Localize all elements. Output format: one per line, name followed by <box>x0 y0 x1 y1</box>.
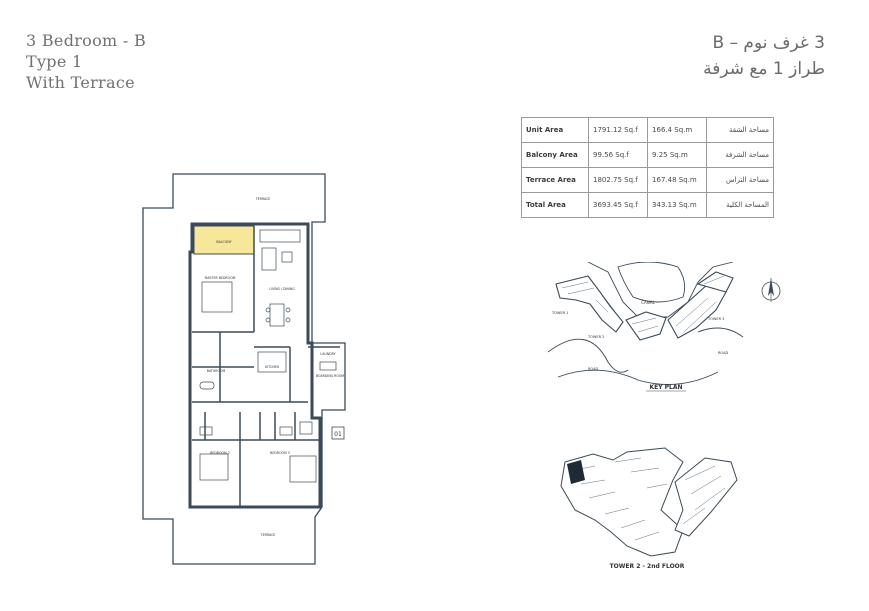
area-label: Terrace Area <box>521 167 589 193</box>
area-row-unit: Unit Area 1791.12 Sq.f 166.4 Sq.m مساحة … <box>521 117 774 143</box>
area-row-total: Total Area 3693.45 Sq.f 343.13 Sq.m المس… <box>521 192 774 218</box>
bedroom-3-label: BEDROOM 3 <box>270 451 290 455</box>
canal-edge <box>587 262 734 318</box>
area-label-ar: مساحة التراس <box>706 167 774 193</box>
area-sqm: 9.25 Sq.m <box>647 142 707 168</box>
unit-tag: 01 <box>334 431 342 438</box>
area-sqf: 1791.12 Sq.f <box>587 117 649 143</box>
terrace-outline <box>142 173 346 565</box>
canal-basin <box>617 262 686 303</box>
floor-plan: TERRACE TERRACE BALCONY <box>142 173 346 565</box>
floor-key-caption: TOWER 2 - 2nd FLOOR <box>610 563 685 570</box>
area-sqf: 99.56 Sq.f <box>587 142 649 168</box>
bedroom-2-label: BEDROOM 2 <box>210 451 230 455</box>
area-label-ar: المساحة الكلية <box>706 192 774 218</box>
tower-blocks <box>555 271 734 341</box>
area-row-terrace: Terrace Area 1802.75 Sq.f 167.48 Sq.m مس… <box>521 167 774 193</box>
road-curve <box>557 369 719 385</box>
north-arrow-icon <box>761 278 781 302</box>
road-curve <box>697 327 744 338</box>
furniture <box>199 229 337 483</box>
laundry-label: LAUNDRY <box>320 352 335 356</box>
living-dining-label: LIVING / DINING <box>269 287 295 291</box>
tower-1-label: TOWER 1 <box>551 311 568 315</box>
canal-label: CANAL <box>641 300 655 305</box>
road-curve <box>548 338 629 373</box>
title-line-1: 3 Bedroom - B <box>26 31 147 50</box>
title-english: 3 Bedroom - B Type 1 With Terrace <box>26 30 146 93</box>
road-label-1: ROAD <box>588 367 599 371</box>
area-row-balcony: Balcony Area 99.56 Sq.f 9.25 Sq.m مساحة … <box>521 142 774 168</box>
area-label: Balcony Area <box>521 142 589 168</box>
title-line-2: Type 1 <box>26 52 83 71</box>
terrace-bottom-label: TERRACE <box>260 533 276 537</box>
area-sqf: 3693.45 Sq.f <box>587 192 649 218</box>
area-label: Unit Area <box>521 117 589 143</box>
floor-key-plan: TOWER 2 - 2nd FLOOR <box>560 447 738 570</box>
key-plan-caption: KEY PLAN <box>649 384 682 391</box>
area-label-ar: مساحة الشرفة <box>706 142 774 168</box>
bathroom-label: BATHROOM <box>207 369 226 373</box>
title-arabic: 3 غرف نوم – B طراز 1 مع شرفة <box>703 30 825 82</box>
kitchen-label: KITCHEN <box>265 365 279 369</box>
area-sqm: 343.13 Sq.m <box>647 192 707 218</box>
title-ar-line-1: 3 غرف نوم – B <box>712 33 825 53</box>
area-label-ar: مساحة الشقة <box>706 117 774 143</box>
key-plan: CANAL TOWER 1 TOWER 2 TOWER 3 ROAD ROAD … <box>548 262 744 392</box>
area-sqm: 167.48 Sq.m <box>647 167 707 193</box>
unit-tag-box <box>331 426 345 440</box>
master-bedroom-label: MASTER BEDROOM <box>205 276 236 280</box>
area-table: Unit Area 1791.12 Sq.f 166.4 Sq.m مساحة … <box>521 117 774 218</box>
balcony-label: BALCONY <box>216 240 231 244</box>
highlighted-unit <box>567 460 585 484</box>
floor-key-blocks <box>560 447 738 557</box>
area-sqf: 1802.75 Sq.f <box>587 167 649 193</box>
tower-3-label: TOWER 3 <box>707 317 724 321</box>
area-sqm: 166.4 Sq.m <box>647 117 707 143</box>
maid-room-label: BOARDING ROOM <box>316 374 344 378</box>
terrace-top-label: TERRACE <box>255 197 271 201</box>
title-line-3: With Terrace <box>26 73 135 92</box>
road-label-2: ROAD <box>718 351 729 355</box>
interior-walls <box>192 226 340 507</box>
tower-2-label: TOWER 2 <box>587 335 604 339</box>
title-ar-line-2: طراز 1 مع شرفة <box>703 59 825 79</box>
apartment-walls <box>188 222 322 509</box>
area-label: Total Area <box>521 192 589 218</box>
